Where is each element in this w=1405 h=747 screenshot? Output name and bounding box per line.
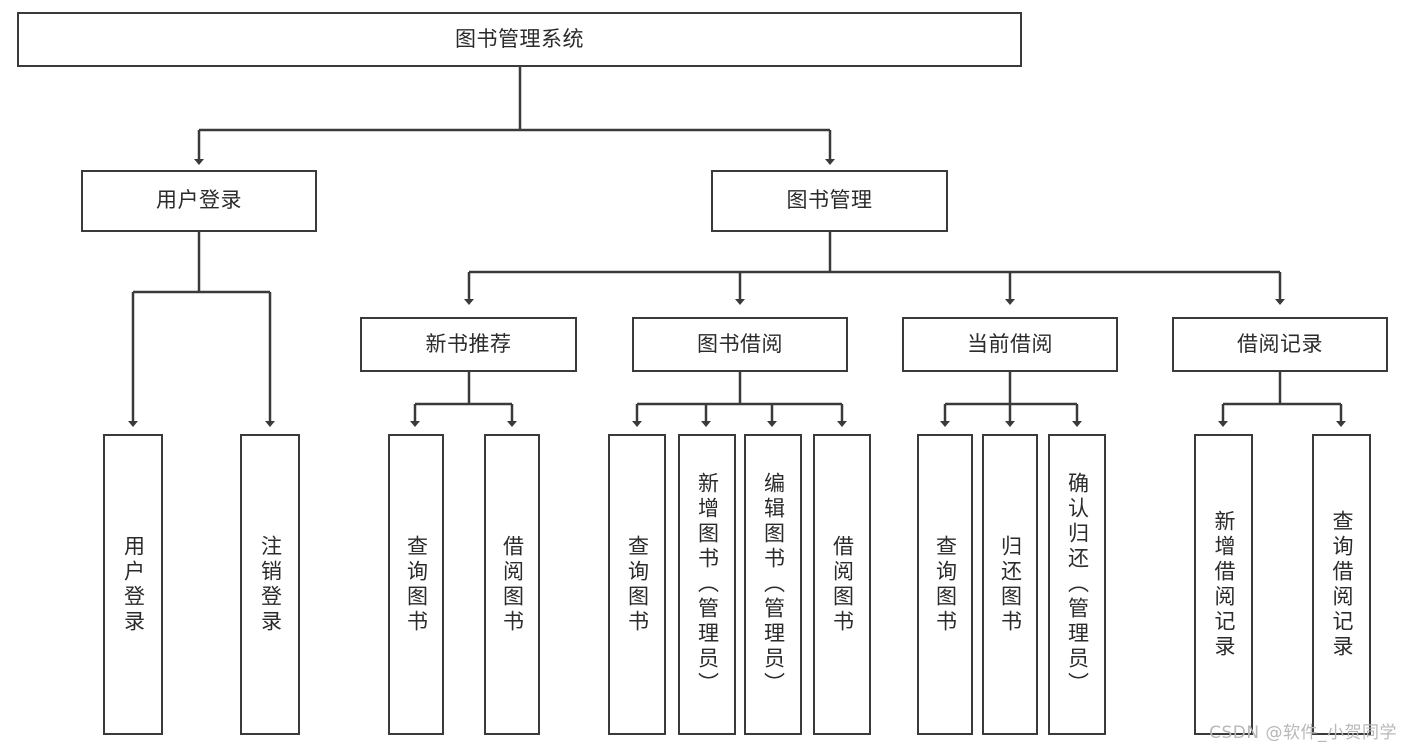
leaf-borrow-query-book[interactable]: 查询图书 bbox=[608, 434, 666, 735]
leaf-record-query-record[interactable]: 查询借阅记录 bbox=[1312, 434, 1371, 735]
leaf-recommend-query-book[interactable]: 查询图书 bbox=[388, 434, 444, 735]
node-book-borrow-label: 图书借阅 bbox=[697, 331, 783, 356]
leaf-user-login-login[interactable]: 用户登录 bbox=[103, 434, 163, 735]
leaf-current-query-book[interactable]: 查询图书 bbox=[917, 434, 973, 735]
leaf-label: 查询借阅记录 bbox=[1330, 509, 1355, 660]
leaf-current-confirm-return-admin[interactable]: 确认归还（管理员） bbox=[1048, 434, 1106, 735]
leaf-label: 查询图书 bbox=[404, 534, 429, 635]
leaf-label: 用户登录 bbox=[121, 534, 146, 635]
leaf-label: 新增借阅记录 bbox=[1212, 509, 1237, 660]
node-borrow-record[interactable]: 借阅记录 bbox=[1172, 317, 1388, 372]
leaf-label: 借阅图书 bbox=[500, 534, 525, 635]
node-current-borrow[interactable]: 当前借阅 bbox=[902, 317, 1118, 372]
node-new-book-recommend[interactable]: 新书推荐 bbox=[360, 317, 577, 372]
leaf-label: 借阅图书 bbox=[830, 534, 855, 635]
node-book-management-label: 图书管理 bbox=[786, 188, 873, 213]
leaf-recommend-borrow-book[interactable]: 借阅图书 bbox=[484, 434, 540, 735]
node-book-borrow[interactable]: 图书借阅 bbox=[632, 317, 848, 372]
leaf-label: 查询图书 bbox=[625, 534, 650, 635]
leaf-label: 编辑图书（管理员） bbox=[761, 472, 786, 697]
leaf-borrow-borrow-book[interactable]: 借阅图书 bbox=[813, 434, 871, 735]
node-book-management[interactable]: 图书管理 bbox=[711, 170, 948, 232]
watermark: CSDN @软件_小贺同学 bbox=[1209, 723, 1397, 743]
leaf-label: 新增图书（管理员） bbox=[695, 472, 720, 697]
leaf-borrow-edit-book-admin[interactable]: 编辑图书（管理员） bbox=[744, 434, 802, 735]
node-new-book-recommend-label: 新书推荐 bbox=[425, 331, 512, 356]
leaf-record-add-record[interactable]: 新增借阅记录 bbox=[1194, 434, 1253, 735]
leaf-label: 归还图书 bbox=[998, 534, 1023, 635]
leaf-label: 注销登录 bbox=[258, 534, 283, 635]
node-current-borrow-label: 当前借阅 bbox=[967, 331, 1053, 356]
node-user-login-label: 用户登录 bbox=[156, 188, 242, 213]
leaf-borrow-add-book-admin[interactable]: 新增图书（管理员） bbox=[678, 434, 736, 735]
node-user-login[interactable]: 用户登录 bbox=[81, 170, 317, 232]
leaf-label: 确认归还（管理员） bbox=[1065, 472, 1090, 697]
node-root[interactable]: 图书管理系统 bbox=[17, 12, 1022, 67]
node-root-label: 图书管理系统 bbox=[455, 26, 584, 51]
leaf-label: 查询图书 bbox=[933, 534, 958, 635]
node-borrow-record-label: 借阅记录 bbox=[1237, 331, 1323, 356]
leaf-user-login-logout[interactable]: 注销登录 bbox=[240, 434, 300, 735]
leaf-current-return-book[interactable]: 归还图书 bbox=[982, 434, 1038, 735]
